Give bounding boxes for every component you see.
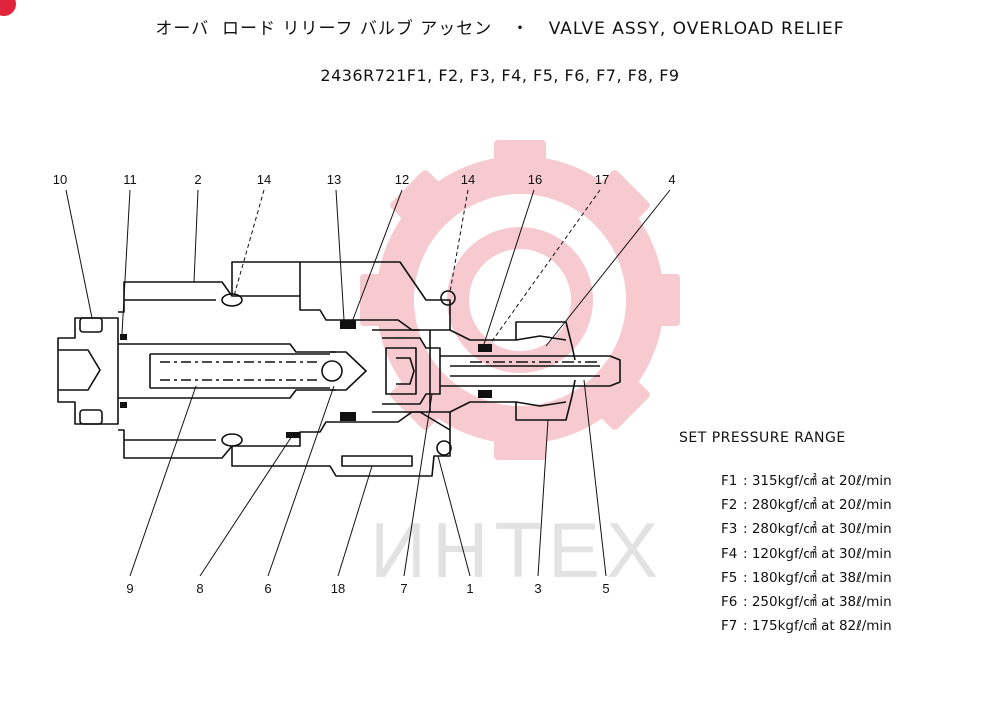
- callouts-bottom: 9 8 6 18 7 1 3 5: [126, 581, 609, 596]
- callout-5: 5: [602, 581, 609, 596]
- pressure-item-f5: F5 : 180kgf/㎠ at 38ℓ/min: [721, 566, 892, 590]
- callout-4: 4: [668, 172, 675, 187]
- title-japanese: オーバ ロード リリーフ バルブ アッセン: [155, 19, 493, 39]
- pressure-code: F1: [721, 473, 738, 489]
- callout-10: 10: [53, 172, 67, 187]
- callout-9: 9: [126, 581, 133, 596]
- callouts-top: 10 11 2 14 13 12 14 16 17 4: [53, 172, 676, 187]
- set-pressure-list: F1 : 315kgf/㎠ at 20ℓ/min F2 : 280kgf/㎠ at …: [721, 469, 892, 638]
- callout-17: 17: [595, 172, 609, 187]
- pressure-code: F7: [721, 618, 738, 635]
- callout-12: 12: [395, 172, 409, 187]
- pressure-item-f7: F7 : 175kgf/㎠ at 82ℓ/min: [721, 614, 892, 638]
- title-english: VALVE ASSY, OVERLOAD RELIEF: [548, 19, 845, 39]
- title-separator: ・: [511, 19, 530, 39]
- callout-8: 8: [196, 581, 203, 596]
- pressure-item-f6: F6 : 250kgf/㎠ at 38ℓ/min: [721, 590, 892, 614]
- pressure-code: F4: [721, 545, 738, 562]
- pressure-value: : 315kgf/㎠ at 20ℓ/min: [743, 473, 892, 489]
- watermark-text: ИНТЕХ: [370, 506, 665, 594]
- pressure-value: : 280kgf/㎠ at 30ℓ/min: [743, 521, 892, 538]
- set-pressure-title: SET PRESSURE RANGE: [679, 430, 846, 446]
- callout-14-right: 14: [461, 172, 475, 187]
- callout-7: 7: [400, 581, 407, 596]
- pressure-item-f1: F1 : 315kgf/㎠ at 20ℓ/min: [721, 469, 892, 493]
- pressure-value: : 250kgf/㎠ at 38ℓ/min: [743, 593, 892, 610]
- pressure-value: : 120kgf/㎠ at 30ℓ/min: [743, 545, 892, 562]
- pressure-item-f3: F3 : 280kgf/㎠ at 30ℓ/min: [721, 517, 892, 541]
- leader-lines: [65, 189, 671, 577]
- o-rings: [120, 290, 492, 456]
- pressure-item-f2: F2 : 280kgf/㎠ at 20ℓ/min: [721, 493, 892, 517]
- pressure-code: F6: [721, 593, 738, 610]
- callout-3: 3: [534, 581, 541, 596]
- callout-13: 13: [327, 172, 341, 187]
- page-title: オーバ ロード リリーフ バルブ アッセン ・ VALVE ASSY, OVER…: [0, 14, 1000, 39]
- callout-6: 6: [264, 581, 271, 596]
- part-numbers: 2436R721F1, F2, F3, F4, F5, F6, F7, F8, …: [320, 66, 680, 85]
- callout-18: 18: [331, 581, 345, 596]
- pressure-code: F5: [721, 569, 738, 586]
- pressure-item-f4: F4 : 120kgf/㎠ at 30ℓ/min: [721, 542, 892, 566]
- callout-2: 2: [194, 172, 201, 187]
- pressure-code: F2: [721, 497, 738, 514]
- callout-16: 16: [528, 172, 542, 187]
- valve-body: [57, 261, 621, 477]
- pressure-value: : 180kgf/㎠ at 38ℓ/min: [743, 569, 892, 586]
- pressure-value: : 175kgf/㎠ at 82ℓ/min: [743, 618, 892, 635]
- corner-badge-icon: [0, 0, 16, 16]
- callout-11: 11: [123, 172, 137, 187]
- callout-1: 1: [466, 581, 473, 596]
- pressure-value: : 280kgf/㎠ at 20ℓ/min: [743, 497, 892, 514]
- callout-14-left: 14: [257, 172, 271, 187]
- pressure-code: F3: [721, 521, 738, 538]
